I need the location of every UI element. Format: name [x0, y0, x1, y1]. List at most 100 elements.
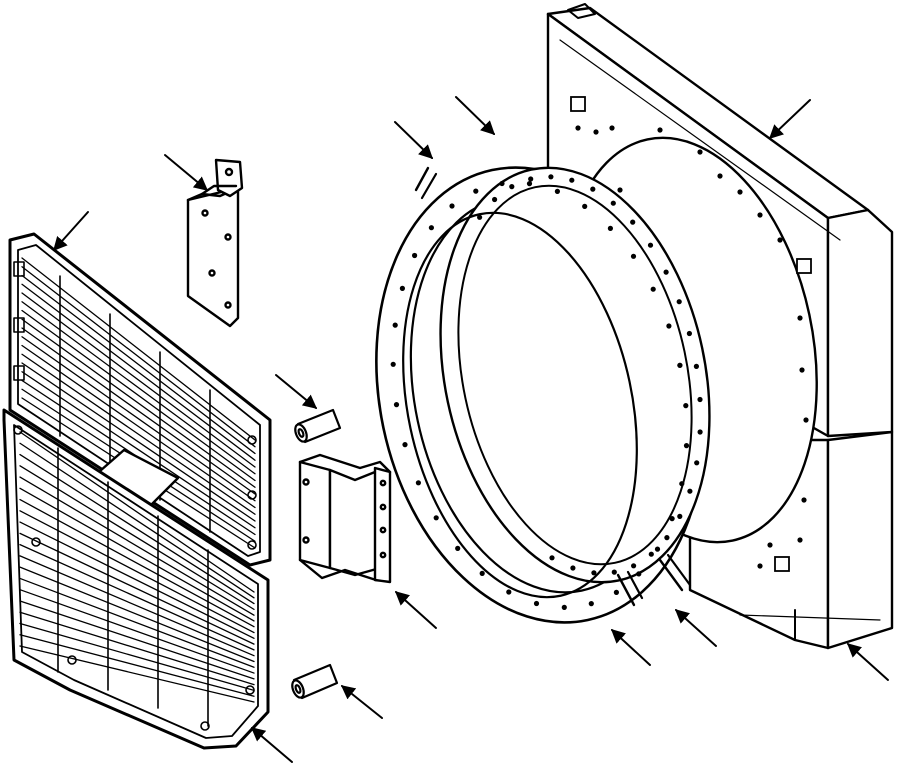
grille-wire	[19, 510, 255, 634]
bolt-hole	[677, 513, 683, 520]
upper-bracket	[186, 158, 244, 328]
bolt-hole	[415, 480, 421, 486]
bolt-hole	[479, 570, 485, 577]
bolt-hole	[590, 186, 596, 192]
bolt-hole	[613, 589, 620, 596]
bolt-hole	[697, 429, 703, 435]
upper-inner-ring-segment	[439, 166, 711, 584]
bolt-hole	[676, 299, 682, 305]
bolt-hole	[803, 417, 809, 423]
bolt-hole	[757, 212, 763, 218]
bolt-hole	[697, 149, 703, 155]
bolt-hole	[428, 225, 434, 231]
bolt-hole	[575, 125, 581, 131]
mounting-slot	[774, 556, 790, 572]
upper-grille	[8, 232, 272, 567]
grille-wire	[21, 309, 256, 482]
grille-wire	[19, 634, 255, 697]
bolt-hole	[433, 515, 439, 521]
upper-bracket-leader	[164, 154, 209, 191]
grille-wire	[19, 487, 255, 622]
bolt-hole	[687, 488, 693, 494]
bolt-hole	[617, 187, 623, 193]
mounting-slot	[570, 96, 586, 112]
bolt-hole	[569, 177, 575, 183]
bolt-hole	[669, 516, 675, 522]
bolt-hole	[611, 569, 617, 575]
grille-wire	[19, 431, 255, 593]
grille-wire	[19, 476, 255, 616]
bolt-hole	[526, 181, 533, 187]
bolt-hole	[528, 176, 534, 182]
lower-inner-ring-leader	[674, 609, 717, 647]
bolt-hole	[657, 127, 663, 133]
grille-wire	[21, 292, 256, 468]
bolt-hole	[509, 184, 515, 190]
bolt-hole	[666, 323, 672, 329]
bolt-hole	[648, 551, 654, 557]
bolt-hole	[767, 542, 773, 548]
upper-shroud-leader	[768, 99, 811, 139]
bolt-hole	[777, 237, 783, 243]
grille-wire	[21, 283, 256, 461]
bolt-hole	[449, 203, 455, 209]
lower-grille	[2, 408, 270, 750]
bolt-hole	[650, 286, 656, 292]
bolt-hole	[607, 225, 614, 231]
grille-wire	[19, 611, 255, 686]
grille-wire	[19, 622, 255, 692]
bolt-hole	[737, 189, 743, 195]
bolt-hole	[549, 555, 555, 561]
bolt-hole	[455, 545, 461, 552]
bolt-hole	[561, 604, 567, 611]
bolt-hole	[694, 460, 700, 466]
bolt-hole	[393, 402, 400, 408]
upper-grille-leader	[53, 211, 89, 252]
lower-grille-leader	[250, 727, 293, 763]
bolt-hole	[609, 125, 615, 131]
lower-shroud-leader	[846, 643, 889, 681]
bolt-hole	[477, 214, 483, 220]
bolt-hole	[686, 330, 693, 337]
grille-wire	[21, 266, 256, 448]
bolt-hole	[801, 497, 807, 503]
bolt-hole	[402, 442, 408, 448]
grille-wire	[19, 532, 255, 645]
bolt-hole	[631, 563, 637, 569]
bolt-hole	[663, 269, 669, 275]
bolt-hole	[693, 363, 700, 369]
lower-spacer	[291, 663, 339, 700]
bolt-hole	[717, 173, 723, 179]
bolt-hole	[797, 315, 803, 321]
grille-wire	[19, 645, 255, 703]
bolt-hole	[654, 546, 661, 552]
grille-wire	[19, 521, 255, 639]
grille-wire	[19, 543, 255, 651]
bolt-hole	[636, 571, 642, 577]
bolt-hole	[492, 196, 498, 203]
grille-wire	[21, 318, 256, 488]
grille-wire	[21, 336, 256, 502]
bolt-hole	[548, 174, 554, 180]
leader-arrows	[53, 96, 889, 763]
grille-wire	[21, 362, 256, 522]
grille-wire	[21, 344, 256, 509]
upper-spacer-leader	[275, 374, 318, 409]
bolt-hole	[647, 242, 654, 248]
grille-wire	[21, 301, 256, 475]
ring-bolt-holes	[390, 174, 703, 611]
bolt-hole	[757, 563, 763, 569]
lower-outer-ring-leader	[610, 629, 651, 666]
bolt-hole	[554, 188, 561, 194]
lower-spacer-leader	[340, 685, 383, 719]
bolt-hole	[630, 219, 636, 225]
bolt-hole	[630, 253, 637, 259]
lower-inner-ring-segment	[658, 553, 692, 592]
lower-bracket-leader	[394, 591, 437, 629]
bolt-hole	[412, 252, 418, 259]
bolt-hole	[570, 565, 576, 571]
grille-wire	[19, 498, 255, 628]
grille-wire	[19, 465, 255, 611]
